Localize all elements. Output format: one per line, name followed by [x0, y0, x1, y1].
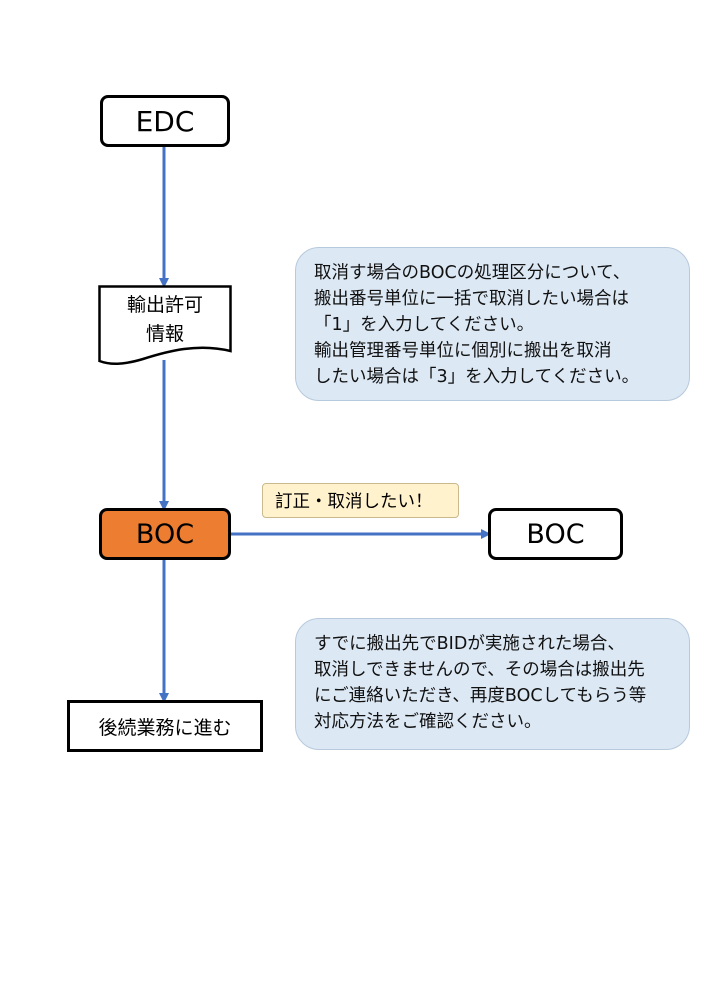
node-boc-main-label: BOC [135, 518, 195, 550]
note1-line: 取消す場合のBOCの処理区分について、 [314, 263, 631, 283]
node-export-permit-line-2: 情報 [145, 323, 184, 345]
note2-line: すでに搬出先でBIDが実施された場合、 [314, 634, 625, 654]
note1-line: 搬出番号単位に一括で取消したい場合は [314, 289, 629, 309]
node-next-step-label: 後続業務に進む [98, 716, 232, 739]
document-shape [98, 285, 232, 365]
note-cancel-process-type: 取消す場合のBOCの処理区分について、 搬出番号単位に一括で取消したい場合は 「… [295, 247, 690, 401]
node-boc-main: BOC [99, 508, 231, 560]
note1-line: 輸出管理番号単位に個別に搬出を取消 [314, 341, 612, 361]
note-bid-already-done: すでに搬出先でBIDが実施された場合、 取消しできませんので、その場合は搬出先 … [295, 618, 690, 750]
node-boc-cancel: BOC [488, 508, 623, 560]
node-boc-cancel-label: BOC [526, 518, 585, 550]
note2-line: にご連絡いただき、再度BOCしてもらう等 [314, 686, 647, 706]
edge-label-text: 訂正・取消したい！ [275, 492, 433, 512]
node-export-permit-label: 輸出許可 情報 [98, 291, 232, 349]
note1-line: 「1」を入力してください。 [314, 315, 535, 335]
node-export-permit-line-1: 輸出許可 [126, 294, 203, 316]
node-next-step: 後続業務に進む [67, 700, 263, 752]
node-edc: EDC [100, 95, 230, 147]
node-edc-label: EDC [135, 104, 195, 138]
edge-label-correct-cancel: 訂正・取消したい！ [262, 483, 459, 518]
node-export-permit-document: 輸出許可 情報 [98, 285, 232, 367]
note2-line: 対応方法をご確認ください。 [314, 712, 542, 732]
note2-line: 取消しできませんので、その場合は搬出先 [314, 660, 645, 680]
note1-line: したい場合は「3」を入力してください。 [314, 367, 640, 387]
